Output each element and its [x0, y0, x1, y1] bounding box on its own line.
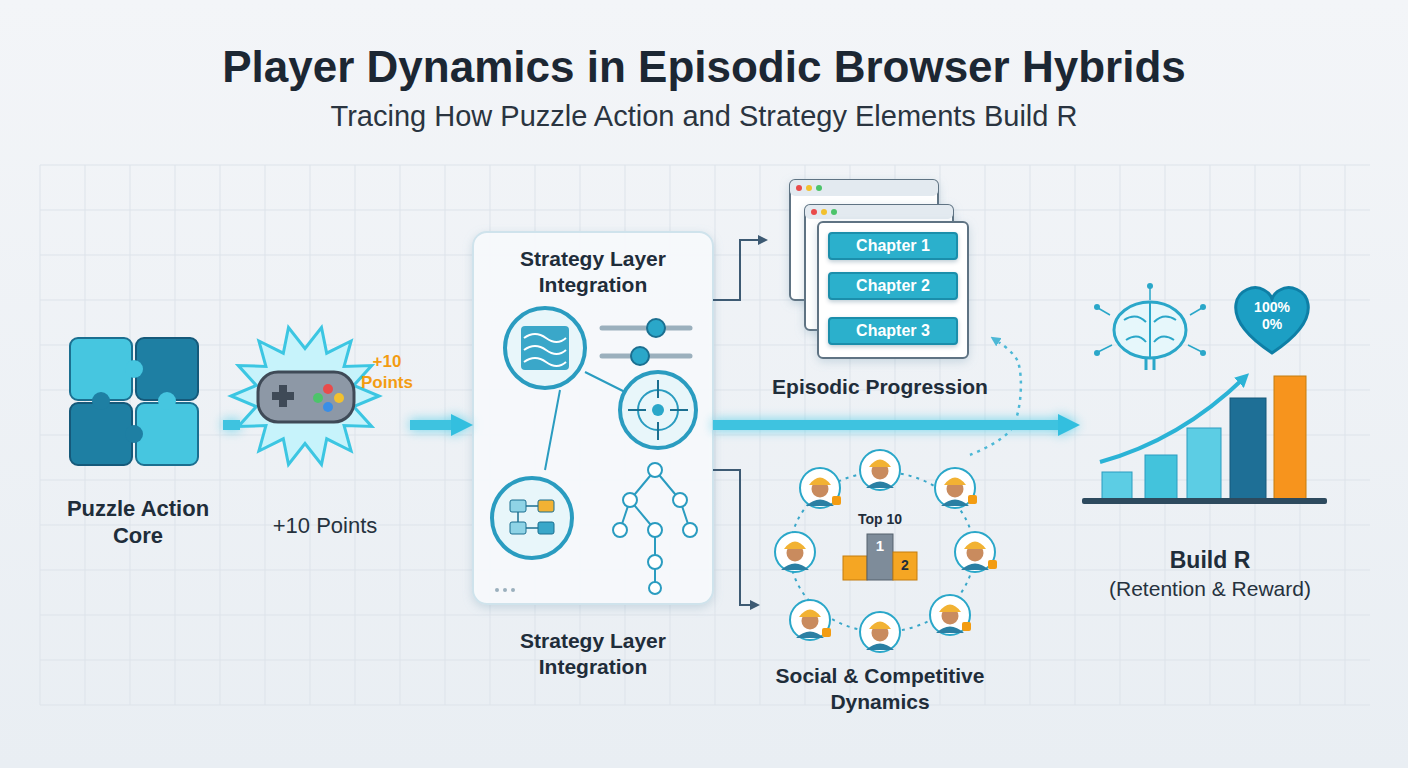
chapter-button: Chapter 1 [828, 232, 958, 260]
button-label: Chapter 2 [830, 276, 956, 296]
node-label: +10 Points [356, 352, 418, 393]
grid-line [40, 660, 1370, 661]
grid-line [40, 210, 1370, 211]
puzzle-icon [70, 338, 198, 465]
node-label: Build R [1080, 546, 1340, 574]
podium-number: 1 [872, 538, 888, 555]
button-label: Chapter 3 [830, 321, 956, 341]
build-r-chart: Build R(Retention & Reward) [1080, 300, 1340, 605]
heart-badge: 100% 0% [1232, 284, 1312, 356]
node-label: Social & Competitive Dynamics [760, 663, 1000, 714]
chapter-button: Chapter 3 [828, 317, 958, 345]
rank-label: Top 10 [850, 512, 910, 527]
social-ring: Social & Competitive Dynamics [760, 455, 1000, 718]
flow-arrow [410, 420, 451, 430]
node-label: Strategy Layer Integration [473, 246, 713, 297]
branch-connector [713, 240, 758, 300]
grid-line [40, 615, 1370, 616]
button-label: Chapter 1 [830, 236, 956, 256]
episode-stack: Chapter 1 Chapter 2 Chapter 3 Episodic Prog… [768, 178, 992, 403]
podium-number: 2 [897, 558, 913, 573]
bar-chart [1082, 376, 1327, 504]
title: Player Dynamics in Episodic Browser Hybr… [0, 42, 1408, 92]
flow-arrow [713, 420, 1058, 430]
grid-line [40, 705, 1370, 706]
branch-connector [970, 342, 1021, 455]
node-label: 100% 0% [1248, 299, 1296, 333]
grid-line [40, 165, 1370, 166]
node-label: Strategy Layer Integration [473, 628, 713, 679]
grid-lines [40, 165, 1370, 705]
brain-icon [1094, 283, 1206, 370]
node-label: Episodic Progression [768, 374, 992, 400]
strategy-panel-art [473, 232, 713, 604]
node-label: (Retention & Reward) [1080, 576, 1340, 602]
points-burst [231, 328, 379, 465]
browser-windows [790, 180, 968, 358]
chapter-button: Chapter 2 [828, 272, 958, 300]
flow-arrow [223, 420, 240, 430]
strategy-panel: Strategy Layer IntegrationStrategy Layer… [473, 232, 713, 690]
player-ring [775, 450, 997, 652]
subtitle: Tracing How Puzzle Action and Strategy E… [0, 100, 1408, 133]
node-label: +10 Points [240, 513, 410, 540]
points-burst: +10 Points+10 Points [240, 320, 410, 550]
puzzle-core: Puzzle Action Core [53, 330, 223, 553]
branch-connector [713, 470, 750, 605]
node-label: Puzzle Action Core [53, 496, 223, 550]
